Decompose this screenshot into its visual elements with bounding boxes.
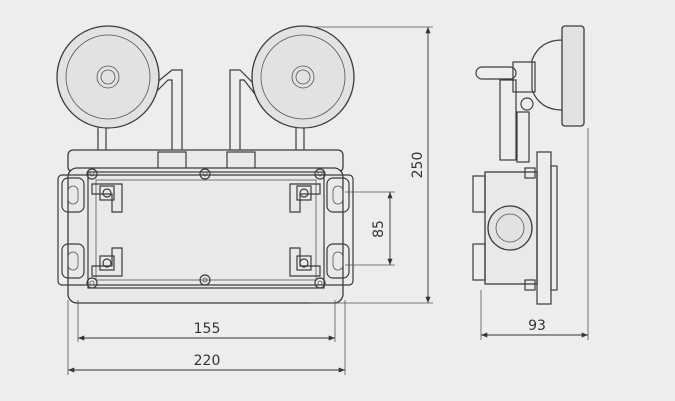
housing-bolts bbox=[86, 168, 326, 289]
dimension-250-label: 250 bbox=[410, 152, 426, 179]
dimension-93-label: 93 bbox=[528, 318, 546, 334]
extension-lines bbox=[67, 26, 589, 375]
front-view bbox=[56, 25, 355, 304]
side-view bbox=[472, 25, 585, 305]
dimension-85-label: 85 bbox=[371, 220, 387, 238]
dimension-155-label: 155 bbox=[194, 321, 221, 337]
dimension-220-label: 220 bbox=[194, 353, 221, 369]
housing bbox=[67, 167, 344, 304]
left-lamp-head bbox=[56, 25, 183, 156]
right-lamp-head bbox=[229, 25, 355, 156]
